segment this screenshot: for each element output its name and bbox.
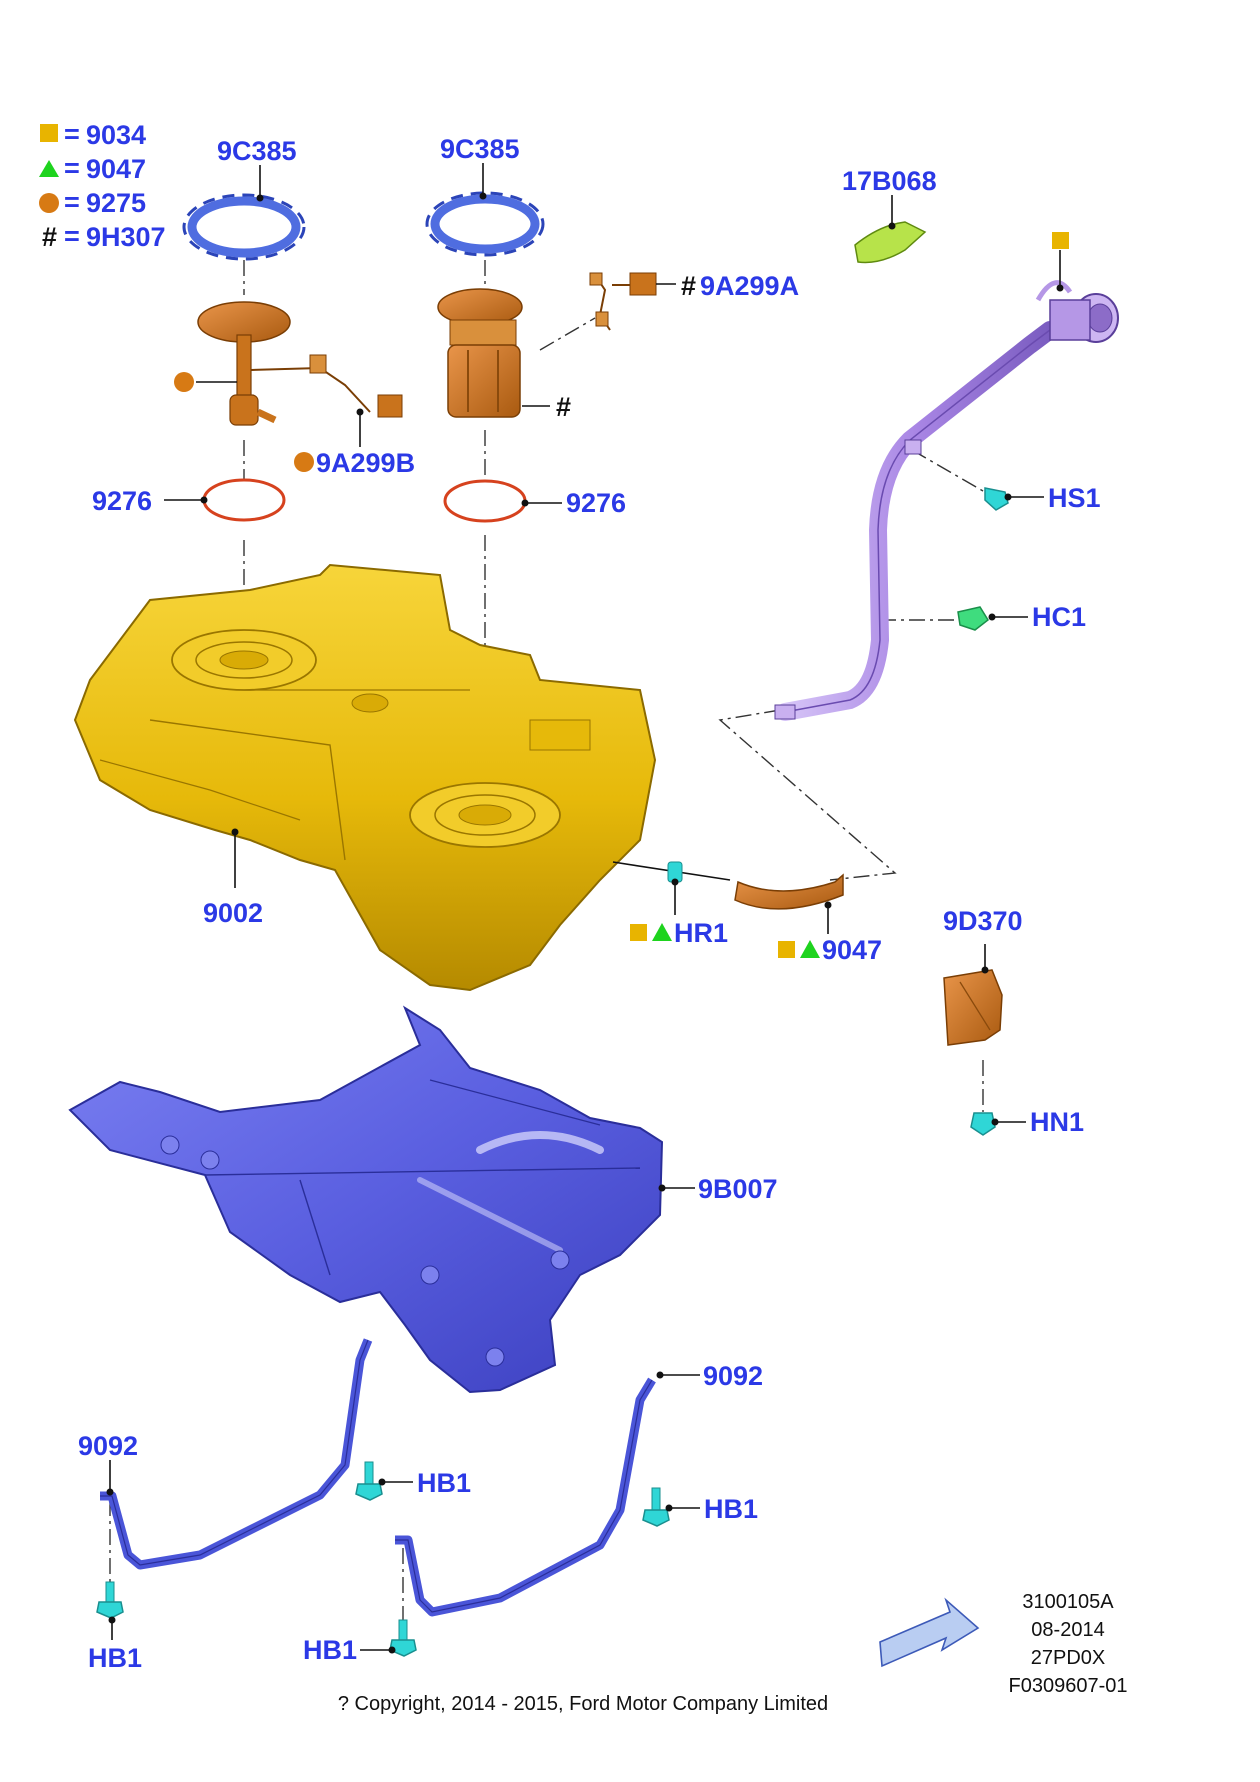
part-label-9d370: 9D370	[943, 906, 1023, 936]
tank-strap-left	[100, 1338, 373, 1570]
legend-label-9275: 9275	[86, 188, 146, 218]
seal-ring-right	[443, 479, 527, 523]
symbol-hash-pump: #	[556, 392, 571, 422]
fuel-tank	[73, 563, 657, 992]
legend-hash-symbol: #	[42, 222, 57, 252]
ref-line-1: 3100105A	[1022, 1591, 1114, 1613]
part-label-9092-left: 9092	[78, 1431, 138, 1461]
part-label-9a299a: 9A299A	[700, 271, 799, 301]
part-label-hb1-3: HB1	[88, 1643, 142, 1673]
fuel-hose	[734, 873, 844, 910]
part-label-17b068: 17B068	[842, 166, 937, 196]
part-label-hs1: HS1	[1048, 483, 1101, 513]
fuel-sender-left	[197, 301, 403, 426]
part-label-hb1-2: HB1	[704, 1494, 758, 1524]
part-label-hb1-4: HB1	[303, 1635, 357, 1665]
part-label-9a299b: 9A299B	[316, 448, 415, 478]
symbol-9034-hr1	[630, 924, 647, 941]
lock-ring-right	[425, 191, 545, 257]
part-label-9047: 9047	[822, 935, 882, 965]
tank-strap-right	[395, 1377, 656, 1617]
part-label-9276-right: 9276	[566, 488, 626, 518]
symbol-9034-filler	[1052, 232, 1069, 249]
ref-line-3: 27PD0X	[1031, 1647, 1106, 1669]
part-label-hn1: HN1	[1030, 1107, 1084, 1137]
fuel-level-sender-a	[589, 272, 657, 331]
bolt-hb1-3	[96, 1581, 124, 1619]
legend-square-symbol	[40, 124, 58, 142]
part-label-9c385-left: 9C385	[217, 136, 297, 166]
part-label-hr1: HR1	[674, 918, 728, 948]
retaining-clip	[854, 221, 927, 264]
nut-hn1	[970, 1112, 996, 1136]
clip-hc1	[957, 606, 989, 631]
part-label-9002: 9002	[203, 898, 263, 928]
part-label-hb1-1: HB1	[417, 1468, 471, 1498]
filler-pipe	[774, 280, 1119, 721]
part-label-9c385-right: 9C385	[440, 134, 520, 164]
copyright-notice: ? Copyright, 2014 - 2015, Ford Motor Com…	[338, 1693, 828, 1715]
fuel-pump-module-right	[437, 288, 523, 418]
bolt-hb1-2	[642, 1487, 670, 1527]
symbol-9275-sender-b	[294, 452, 314, 472]
symbol-9034-hose	[778, 941, 795, 958]
part-label-hc1: HC1	[1032, 602, 1086, 632]
legend: = 9034 = 9047 = 9275 # = 9H307	[39, 119, 166, 252]
legend-triangle-symbol	[39, 160, 59, 177]
screw-hs1	[984, 487, 1009, 511]
symbol-9047-hose	[800, 940, 820, 958]
part-label-9092-right: 9092	[703, 1361, 763, 1391]
legend-label-9h307: 9H307	[86, 222, 166, 252]
symbol-hash-sender: #	[681, 271, 696, 301]
bolt-hb1-1	[355, 1461, 383, 1501]
bolt-hb1-4	[389, 1619, 417, 1657]
seal-ring-left	[202, 478, 286, 522]
vehicle-forward-arrow-icon	[879, 1597, 980, 1668]
symbol-9275-left-pump	[174, 372, 194, 392]
reference-info: 3100105A 08-2014 27PD0X F0309607-01	[1009, 1591, 1128, 1697]
lock-ring-left	[182, 193, 306, 261]
ref-line-4: F0309607-01	[1009, 1675, 1128, 1697]
part-label-9b007: 9B007	[698, 1174, 778, 1204]
legend-eq-2: =	[64, 153, 80, 183]
part-label-9276-left: 9276	[92, 486, 152, 516]
legend-eq-4: =	[64, 221, 80, 251]
bracket-9d370	[943, 969, 1003, 1046]
heat-shield	[68, 1005, 664, 1394]
legend-label-9034: 9034	[86, 120, 146, 150]
ref-line-2: 08-2014	[1031, 1619, 1104, 1641]
legend-eq-3: =	[64, 187, 80, 217]
legend-eq-1: =	[64, 119, 80, 149]
symbol-9047-hr1	[652, 923, 672, 941]
legend-circle-symbol	[39, 193, 59, 213]
legend-label-9047: 9047	[86, 154, 146, 184]
